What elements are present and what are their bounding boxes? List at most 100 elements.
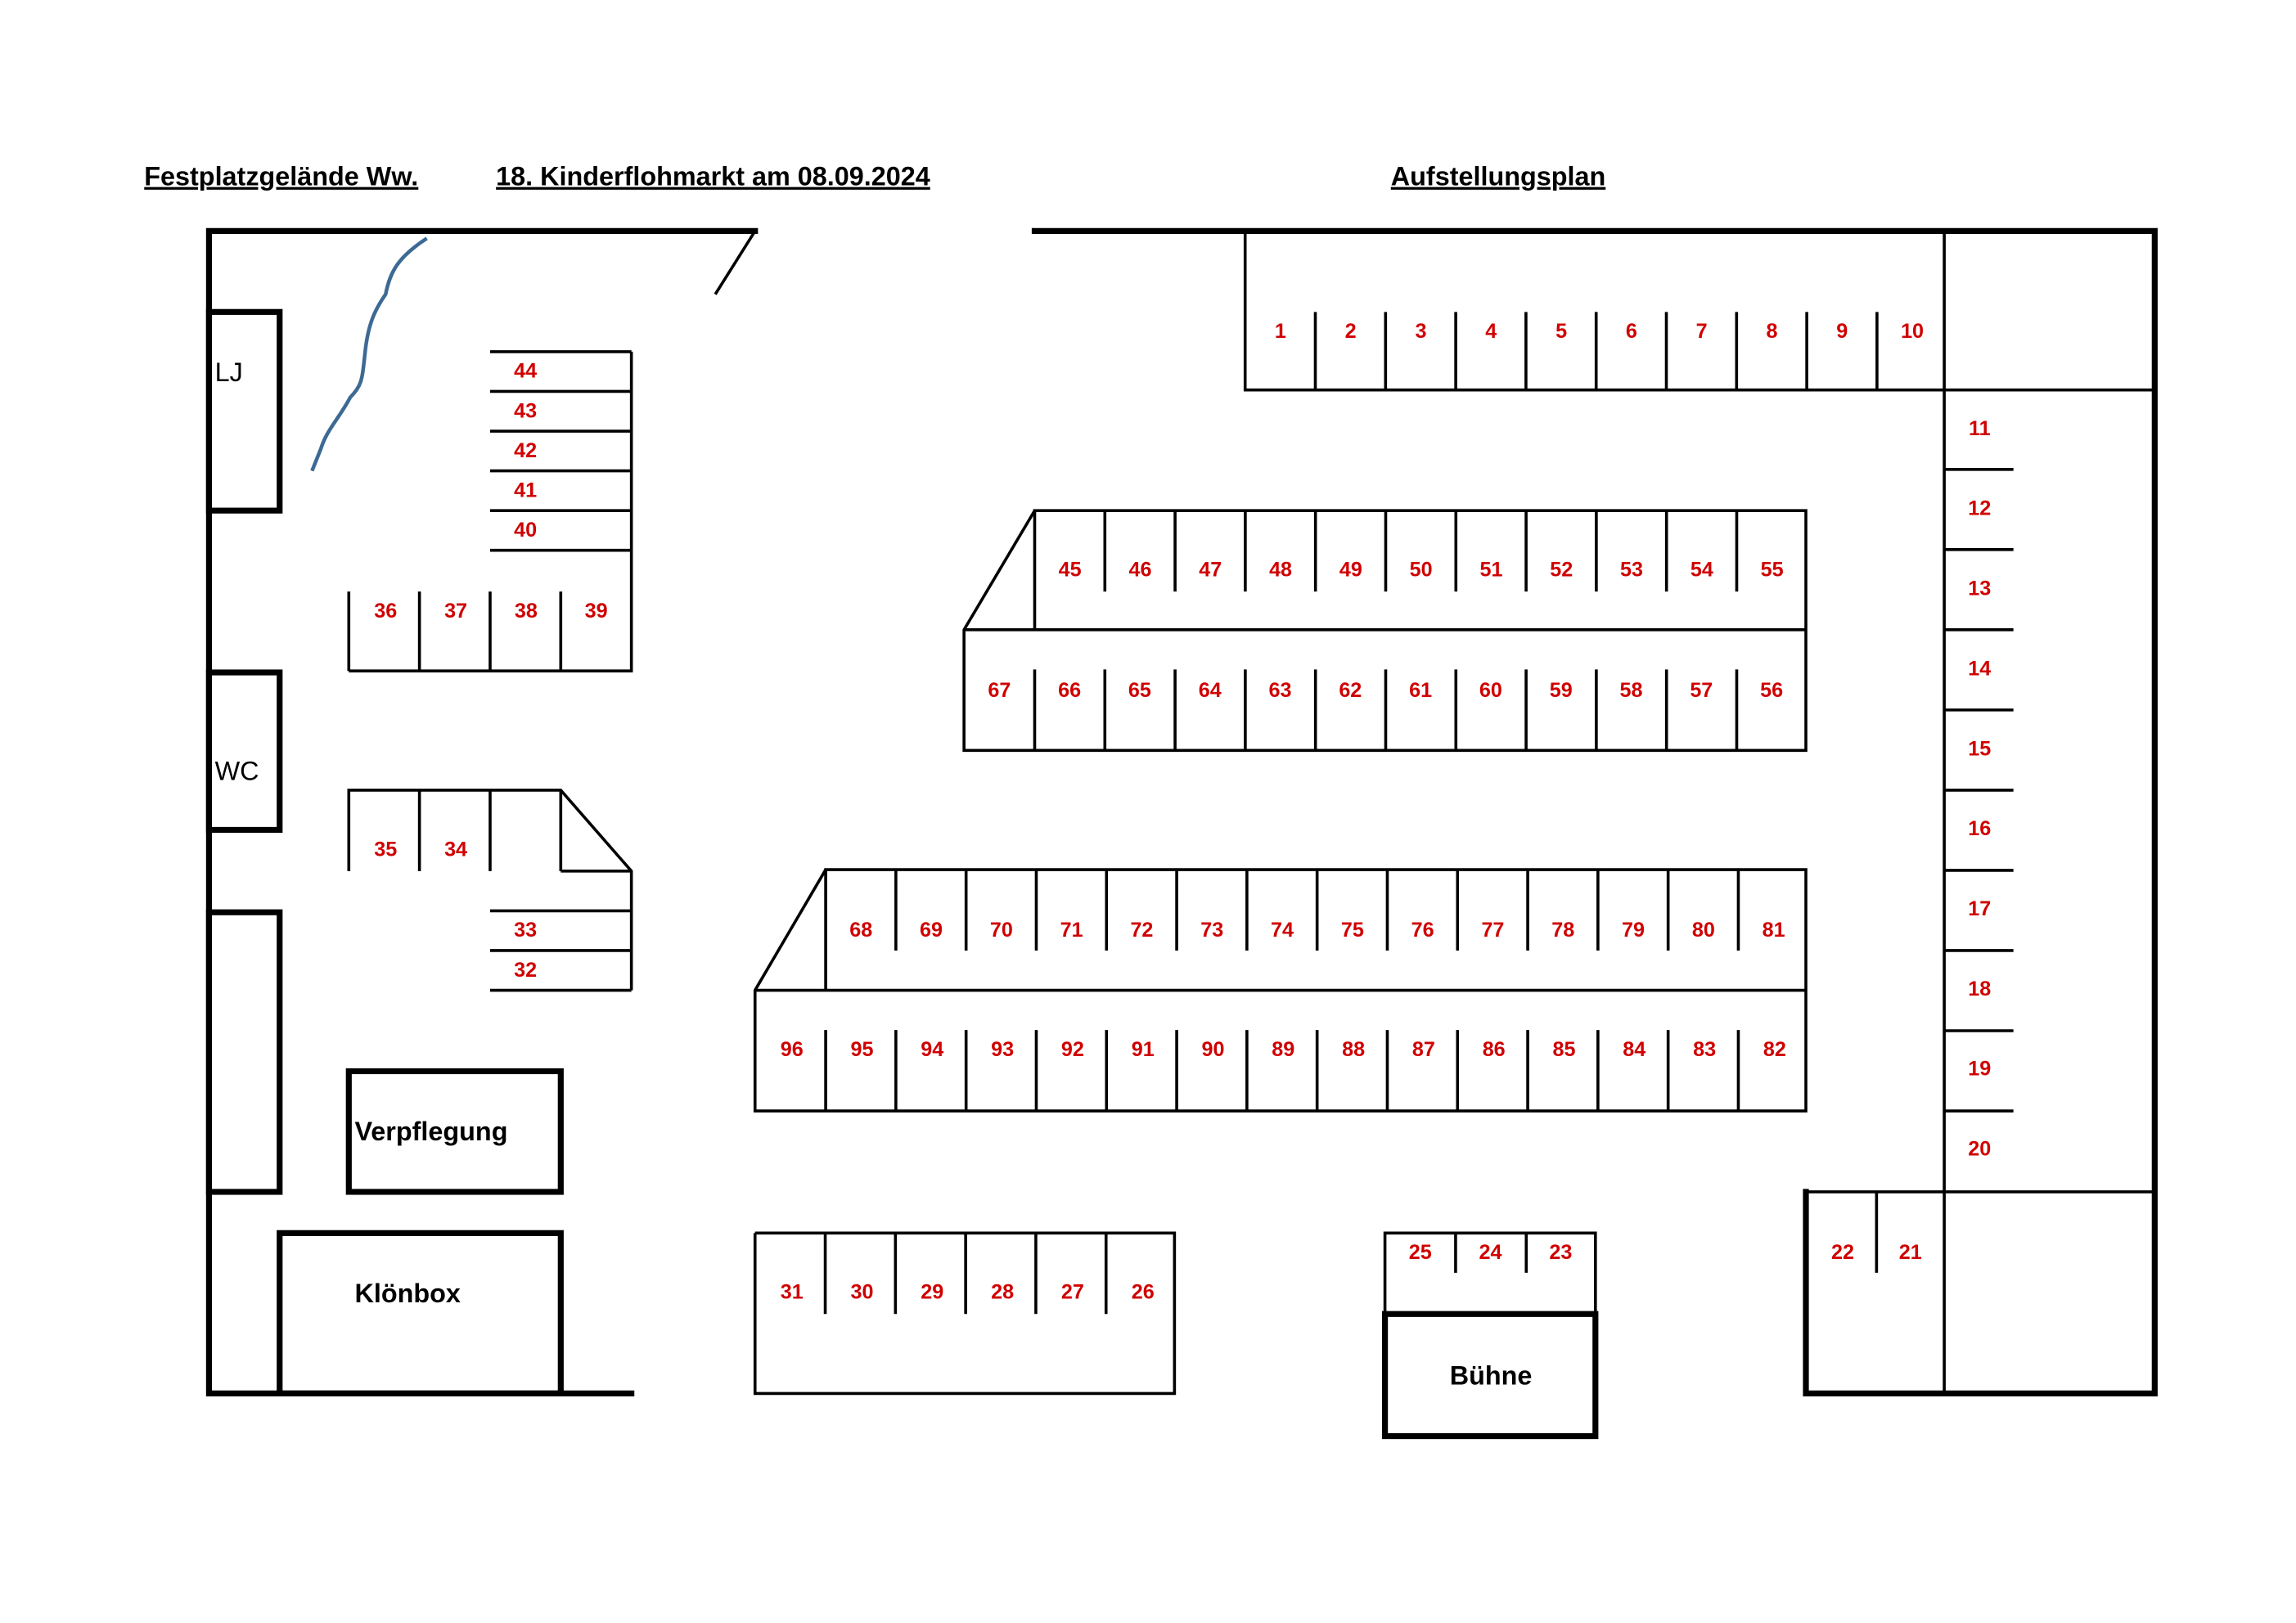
- booth-number: 45: [1059, 559, 1082, 582]
- booth-number: 5: [1555, 320, 1567, 343]
- stage-building: Bühne: [1381, 1311, 1599, 1440]
- booth-number: 53: [1620, 559, 1643, 582]
- booth-number: 36: [374, 600, 397, 623]
- booth-number: 11: [1969, 417, 1991, 440]
- booth-number: 61: [1409, 679, 1432, 702]
- booth-number: 2: [1345, 320, 1357, 343]
- booth-number: 87: [1412, 1038, 1435, 1061]
- booth-number: 89: [1272, 1038, 1294, 1061]
- booth-number: 91: [1132, 1038, 1155, 1061]
- booth-number: 32: [514, 959, 537, 982]
- booth-number: 40: [514, 519, 537, 542]
- booth-number: 4: [1485, 320, 1497, 343]
- plan-title: Aufstellungsplan: [1391, 162, 1605, 191]
- booth-number: 80: [1692, 919, 1715, 942]
- booth-number: 69: [920, 919, 943, 942]
- booth-number: 35: [374, 838, 397, 861]
- booth-number: 55: [1761, 559, 1784, 582]
- booth-number: 1: [1275, 320, 1286, 343]
- booth-number: 66: [1058, 679, 1081, 702]
- booth-number: 9: [1836, 320, 1848, 343]
- booth-number: 6: [1626, 320, 1637, 343]
- booth-number: 16: [1968, 817, 1991, 840]
- booth-number: 67: [988, 679, 1011, 702]
- booth-number: 92: [1061, 1038, 1084, 1061]
- wc-label: WC: [215, 756, 259, 785]
- booth-number: 43: [514, 399, 537, 422]
- booth-number: 28: [991, 1281, 1014, 1304]
- booth-number: 37: [444, 600, 467, 623]
- booth-number: 57: [1690, 679, 1713, 702]
- booth-number: 33: [514, 919, 537, 942]
- booth-number: 83: [1693, 1038, 1716, 1061]
- booth-number: 29: [921, 1281, 943, 1304]
- booth-number: 39: [585, 600, 608, 623]
- stage-label: Bühne: [1450, 1361, 1533, 1391]
- booth-number: 34: [444, 838, 467, 861]
- booth-number: 14: [1968, 657, 1991, 680]
- booth-outlines: [347, 312, 2014, 1396]
- booth-number: 78: [1551, 919, 1574, 942]
- side-building: [205, 909, 283, 1195]
- klonbox-building: Klönbox: [277, 1230, 564, 1396]
- booth-number: 65: [1128, 679, 1151, 702]
- klonbox-label: Klönbox: [354, 1279, 460, 1308]
- booth-number: 49: [1339, 559, 1362, 582]
- booth-number: 70: [990, 919, 1013, 942]
- booth-number: 12: [1968, 497, 1991, 520]
- booth-number: 25: [1409, 1241, 1432, 1264]
- booth-number: 62: [1339, 679, 1362, 702]
- booth-number: 86: [1483, 1038, 1506, 1061]
- booth-number: 63: [1269, 679, 1292, 702]
- booth-number: 52: [1550, 559, 1573, 582]
- booth-number: 17: [1968, 897, 1991, 920]
- booth-number: 64: [1199, 679, 1222, 702]
- booth-number: 85: [1552, 1038, 1575, 1061]
- booth-number: 18: [1968, 978, 1991, 1000]
- catering-building: Verpflegung: [345, 1068, 564, 1195]
- booth-number: 24: [1479, 1241, 1502, 1264]
- booth-number: 76: [1411, 919, 1434, 942]
- lj-building: LJ: [205, 308, 283, 514]
- booth-number: 56: [1760, 679, 1783, 702]
- catering-label: Verpflegung: [354, 1117, 507, 1146]
- booth-number: 50: [1410, 559, 1433, 582]
- booth-number: 84: [1623, 1038, 1645, 1061]
- booth-number: 44: [514, 360, 537, 383]
- booth-number: 31: [781, 1281, 804, 1304]
- booth-number: 41: [514, 479, 537, 501]
- wc-building: WC: [205, 669, 283, 834]
- booth-number: 77: [1481, 919, 1504, 942]
- booth-number: 23: [1549, 1241, 1572, 1264]
- booth-number: 13: [1968, 578, 1991, 600]
- event-title: 18. Kinderflohmarkt am 08.09.2024: [496, 162, 930, 191]
- booth-number: 20: [1968, 1138, 1991, 1161]
- booth-number: 71: [1060, 919, 1083, 942]
- booth-number: 48: [1269, 559, 1292, 582]
- booth-number: 94: [921, 1038, 943, 1061]
- booth-number: 21: [1899, 1241, 1922, 1264]
- booth-number: 27: [1061, 1281, 1084, 1304]
- booth-number: 26: [1132, 1281, 1155, 1304]
- booth-number: 68: [849, 919, 872, 942]
- booth-number: 54: [1690, 559, 1713, 582]
- booth-number: 88: [1342, 1038, 1365, 1061]
- booth-number: 95: [851, 1038, 874, 1061]
- booth-number: 30: [851, 1281, 874, 1304]
- booth-number: 22: [1831, 1241, 1854, 1264]
- booth-number: 72: [1130, 919, 1153, 942]
- booth-number: 7: [1696, 320, 1708, 343]
- booth-number: 74: [1271, 919, 1294, 942]
- booth-number: 19: [1968, 1058, 1991, 1081]
- booth-number: 81: [1763, 919, 1785, 942]
- booth-number: 8: [1766, 320, 1777, 343]
- location-title: Festplatzgelände Ww.: [144, 162, 418, 191]
- booth-number: 47: [1199, 559, 1222, 582]
- booth-number: 96: [781, 1038, 804, 1061]
- booth-number: 38: [515, 600, 538, 623]
- booth-number: 60: [1479, 679, 1502, 702]
- booth-number: 59: [1550, 679, 1573, 702]
- booth-number: 90: [1202, 1038, 1225, 1061]
- booth-number: 73: [1200, 919, 1223, 942]
